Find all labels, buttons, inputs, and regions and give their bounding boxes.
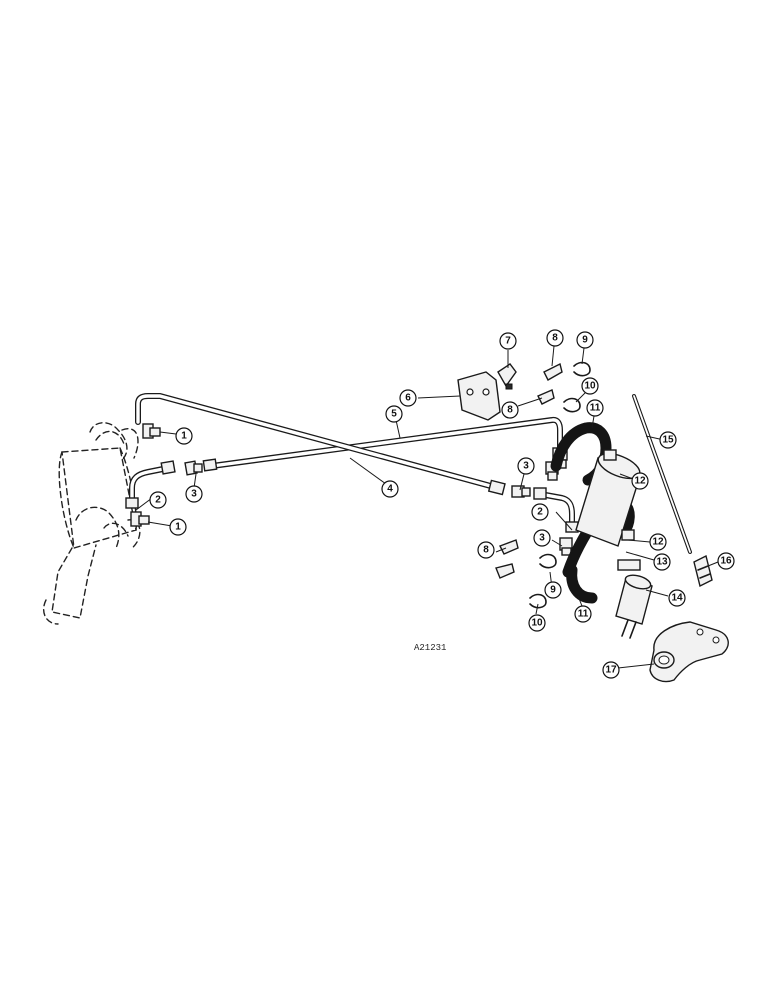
callout-label: 11 [590,403,601,414]
callout-8: 8 [501,401,519,419]
callout-label: 1 [175,522,181,533]
callout-2: 2 [531,503,549,521]
callout-label: 17 [605,665,617,676]
callout-6: 6 [399,389,417,407]
callout-11: 11 [574,605,592,623]
callout-8: 8 [477,541,495,559]
callout-label: 15 [662,435,674,446]
rod-15 [632,394,692,554]
tube-2-left [125,460,176,509]
callout-label: 6 [405,393,411,404]
callout-5: 5 [385,405,403,423]
callout-label: 11 [578,609,589,620]
callout-9: 9 [576,331,594,349]
callout-label: 16 [720,556,732,567]
callouts: 1 1 2 2 3 3 3 4 [149,329,735,679]
callout-label: 14 [671,593,683,604]
callout-12: 12 [631,472,649,490]
callout-2: 2 [149,491,167,509]
callout-label: 8 [507,405,513,416]
callout-label: 4 [387,484,393,495]
callout-17: 17 [602,661,620,679]
callout-14: 14 [668,589,686,607]
callout-label: 1 [181,431,187,442]
callout-12: 12 [649,533,667,551]
phantom-cylinder [42,422,141,625]
callout-10: 10 [581,377,599,395]
callout-label: 12 [652,537,664,548]
accumulator-assembly [575,449,653,639]
callout-label: 5 [391,409,397,420]
callout-label: 10 [584,381,596,392]
callout-15: 15 [659,431,677,449]
callout-8: 8 [546,329,564,347]
figure-code: A21231 [414,643,446,653]
callout-1: 1 [169,518,187,536]
callout-label: 8 [552,333,558,344]
tube-5 [202,416,568,472]
callout-label: 12 [634,476,646,487]
callout-3: 3 [533,529,551,547]
callout-label: 3 [539,533,545,544]
callout-label: 3 [523,461,529,472]
callout-label: 2 [155,495,161,506]
callout-4: 4 [381,480,399,498]
tube-2-right [533,487,579,533]
callout-label: 8 [483,545,489,556]
callout-10: 10 [528,614,546,632]
mounting-brackets [457,361,591,609]
arm-17 [649,621,729,683]
callout-13: 13 [653,553,671,571]
callout-label: 7 [505,336,511,347]
tube-4 [135,393,506,496]
callout-7: 7 [499,332,517,350]
callout-1: 1 [175,427,193,445]
fitting-16 [693,554,713,588]
callout-label: 9 [550,585,556,596]
callout-3: 3 [185,485,203,503]
callout-label: 3 [191,489,197,500]
callout-label: 2 [537,507,543,518]
callout-3: 3 [517,457,535,475]
callout-label: 10 [531,618,543,629]
callout-label: 13 [656,557,668,568]
callout-16: 16 [717,552,735,570]
callout-11: 11 [586,399,604,417]
callout-label: 9 [582,335,588,346]
callout-9: 9 [544,581,562,599]
